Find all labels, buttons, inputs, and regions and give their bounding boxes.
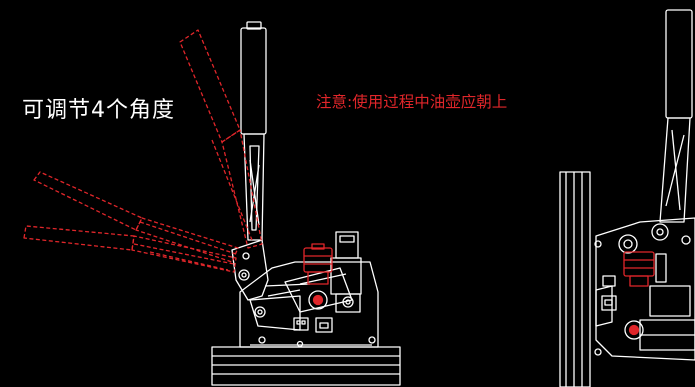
adjustable-angles-caption: 可调节4个角度 (22, 98, 175, 123)
side-lever-grip (665, 9, 693, 119)
pivot-block (231, 239, 269, 301)
fluid-reservoir (303, 243, 333, 285)
reservoir-orientation-note: 注意:使用过程中油壶应朝上 (316, 93, 508, 111)
lever-upright (240, 21, 267, 241)
base-rails (211, 346, 401, 386)
mount-bracket (239, 261, 379, 348)
profile-post (559, 171, 591, 387)
handbrake-side-unit (559, 9, 695, 387)
side-fluid-reservoir (623, 251, 655, 287)
lever-angle-positions (23, 29, 263, 273)
connector-ports (293, 317, 333, 333)
handbrake-main-unit (211, 21, 401, 386)
